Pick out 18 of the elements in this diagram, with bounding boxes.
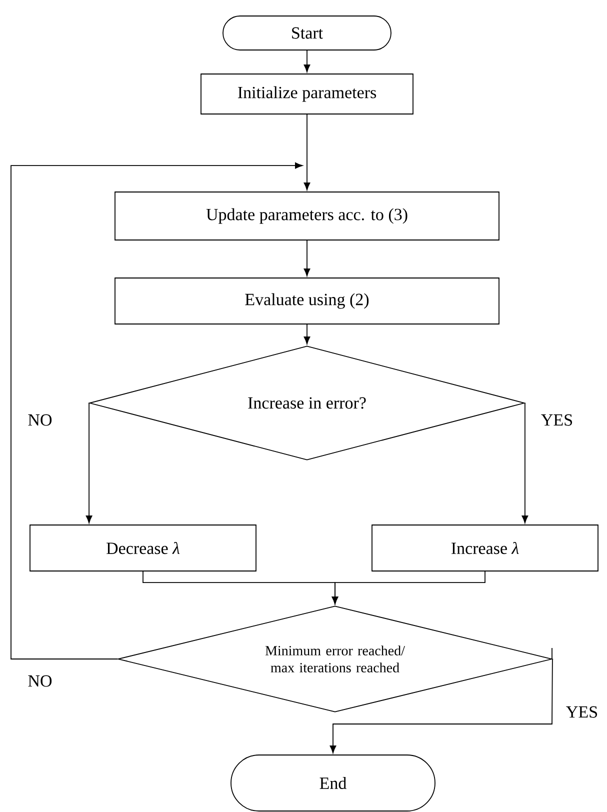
arrow [330, 658, 553, 754]
process-box: Decrease λ [30, 524, 256, 572]
arrow [304, 50, 310, 72]
arrow [332, 571, 486, 604]
process-box: Initialize parameters [200, 74, 414, 114]
edge-label: YES [540, 413, 574, 427]
arrow [86, 402, 92, 524]
arrow [304, 240, 310, 276]
edge-label: NO [26, 674, 54, 688]
process-box: Update parameters acc. to (3) [114, 192, 500, 240]
process-box: Evaluate using (2) [114, 278, 500, 324]
edge-label: YES [564, 705, 600, 719]
edge-label: NO [26, 413, 54, 427]
arrow [304, 114, 310, 190]
arrow [522, 402, 528, 524]
arrow [10, 162, 303, 660]
process-box: Increase λ [372, 524, 598, 572]
arrow [304, 324, 310, 344]
